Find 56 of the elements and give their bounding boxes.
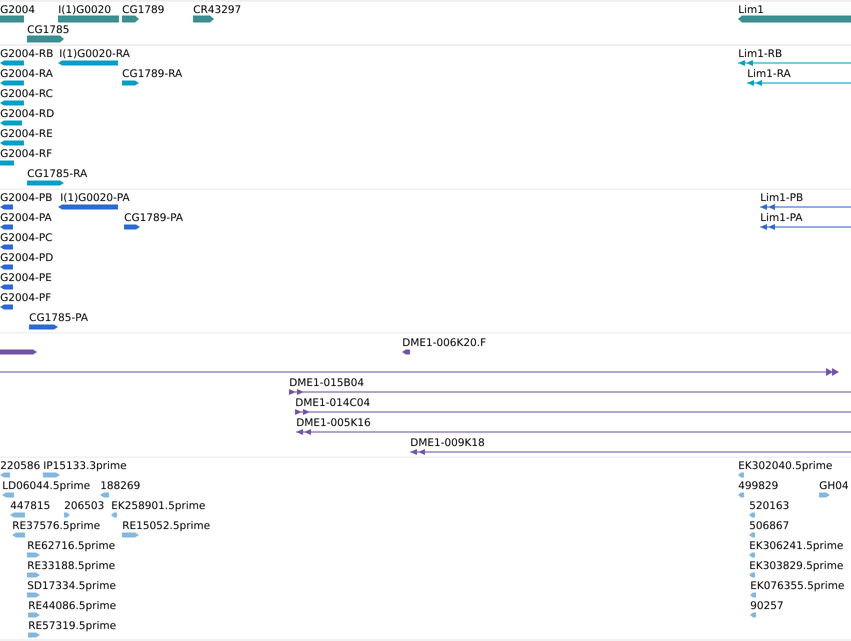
- feature-label: G2004-RA: [0, 69, 53, 78]
- feature-label: Lim1: [739, 5, 763, 13]
- feature-label: CG1789-PA: [124, 213, 183, 222]
- feature-label: CG1789-RA: [122, 69, 182, 78]
- feature-label: DME1-015B04: [290, 378, 364, 386]
- feature-label: CG1785: [28, 25, 68, 34]
- feature-label: G2004-RB: [0, 49, 53, 58]
- feature-label: G2004-PB: [0, 193, 52, 202]
- feature-label: RE62716.5prime: [28, 541, 115, 552]
- feature-label: I(1)G0020-PA: [61, 193, 130, 202]
- feature-label: RE33188.5prime: [28, 561, 115, 572]
- feature-label: DME1-009K18: [411, 438, 484, 446]
- feature-label: RE44086.5prime: [29, 601, 116, 612]
- feature-label: 206503: [64, 501, 104, 510]
- feature-label: G2004-RE: [0, 129, 52, 138]
- feature-label: DME1-005K16: [297, 418, 370, 426]
- feature-label: IP15133.3prime: [44, 461, 126, 472]
- feature-label: DME1-014C04: [296, 398, 370, 406]
- feature-label: 447815: [10, 501, 50, 510]
- feature-label: G2004-PA: [0, 213, 52, 222]
- feature-label: 220586: [0, 461, 40, 470]
- feature-label: CR43297: [194, 5, 240, 14]
- feature-label: I(1)G0020: [59, 5, 110, 14]
- feature-label: G2004-RF: [0, 149, 52, 158]
- feature-label: RE57319.5prime: [29, 621, 116, 632]
- feature-label: G2004-PE: [0, 273, 52, 282]
- feature-label: G2004-PF: [0, 293, 51, 302]
- feature-label: DME1-006K20.F: [403, 338, 486, 346]
- feature-label: G2004-PD: [0, 253, 53, 262]
- feature-label: G2004-RC: [0, 89, 52, 98]
- feature-label: GH04: [820, 481, 848, 490]
- feature-label: CG1789: [122, 5, 164, 14]
- feature-label: I(1)G0020-RA: [60, 49, 130, 58]
- feature-label: 506867: [750, 521, 788, 530]
- feature-label: G2004-PC: [0, 233, 52, 242]
- feature-label: CG1785-RA: [28, 169, 88, 178]
- feature-label: RE15052.5prime: [123, 521, 210, 532]
- feature-label: EK258901.5prime: [112, 501, 205, 512]
- feature-label: LD06044.5prime: [3, 481, 90, 492]
- feature-label: 188269: [101, 481, 140, 490]
- feature-label: G2004-RD: [0, 109, 54, 118]
- feature-label: Lim1-RB: [739, 49, 782, 57]
- feature-label: EK306241.5prime: [750, 541, 843, 552]
- feature-label: G2004: [0, 5, 34, 14]
- feature-label: EK076355.5prime: [751, 581, 844, 592]
- feature-label: Lim1-PB: [761, 193, 802, 201]
- feature-label: RE37576.5prime: [13, 521, 100, 532]
- feature-label: EK303829.5prime: [750, 561, 843, 572]
- feature-label: 520163: [750, 501, 788, 510]
- feature-label: Lim1-PA: [761, 213, 802, 221]
- feature-label: Lim1-RA: [748, 69, 791, 77]
- feature-label: SD17334.5prime: [28, 581, 116, 592]
- feature-label: 499829: [738, 481, 778, 490]
- feature-label: EK302040.5prime: [739, 461, 832, 472]
- feature-label: 90257: [750, 601, 783, 610]
- feature-label: CG1785-PA: [30, 313, 88, 322]
